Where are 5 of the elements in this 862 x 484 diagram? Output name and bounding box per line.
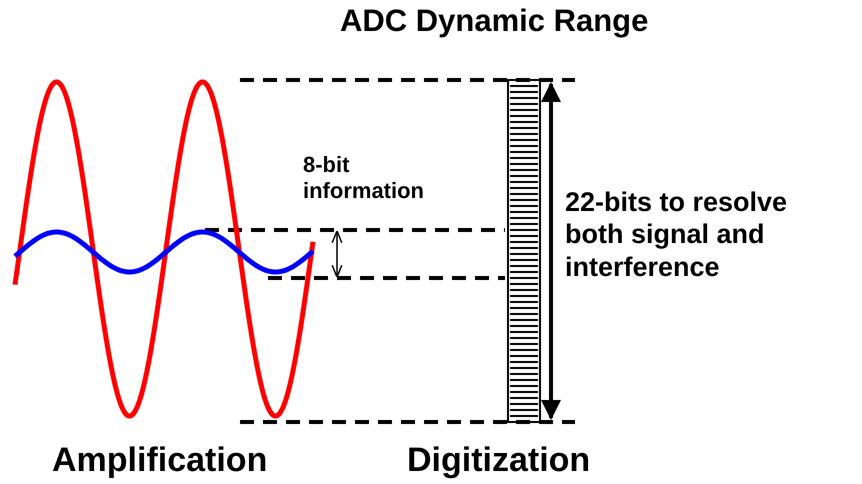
caption: Digitization: [407, 440, 592, 481]
diagram-title: ADC Dynamic Range: [340, 2, 648, 40]
caption: Amplification: [52, 440, 268, 481]
annotation-text: 22-bits to resolve both signal and interference: [565, 186, 788, 284]
annotation-text: 8-bit information: [303, 152, 425, 205]
